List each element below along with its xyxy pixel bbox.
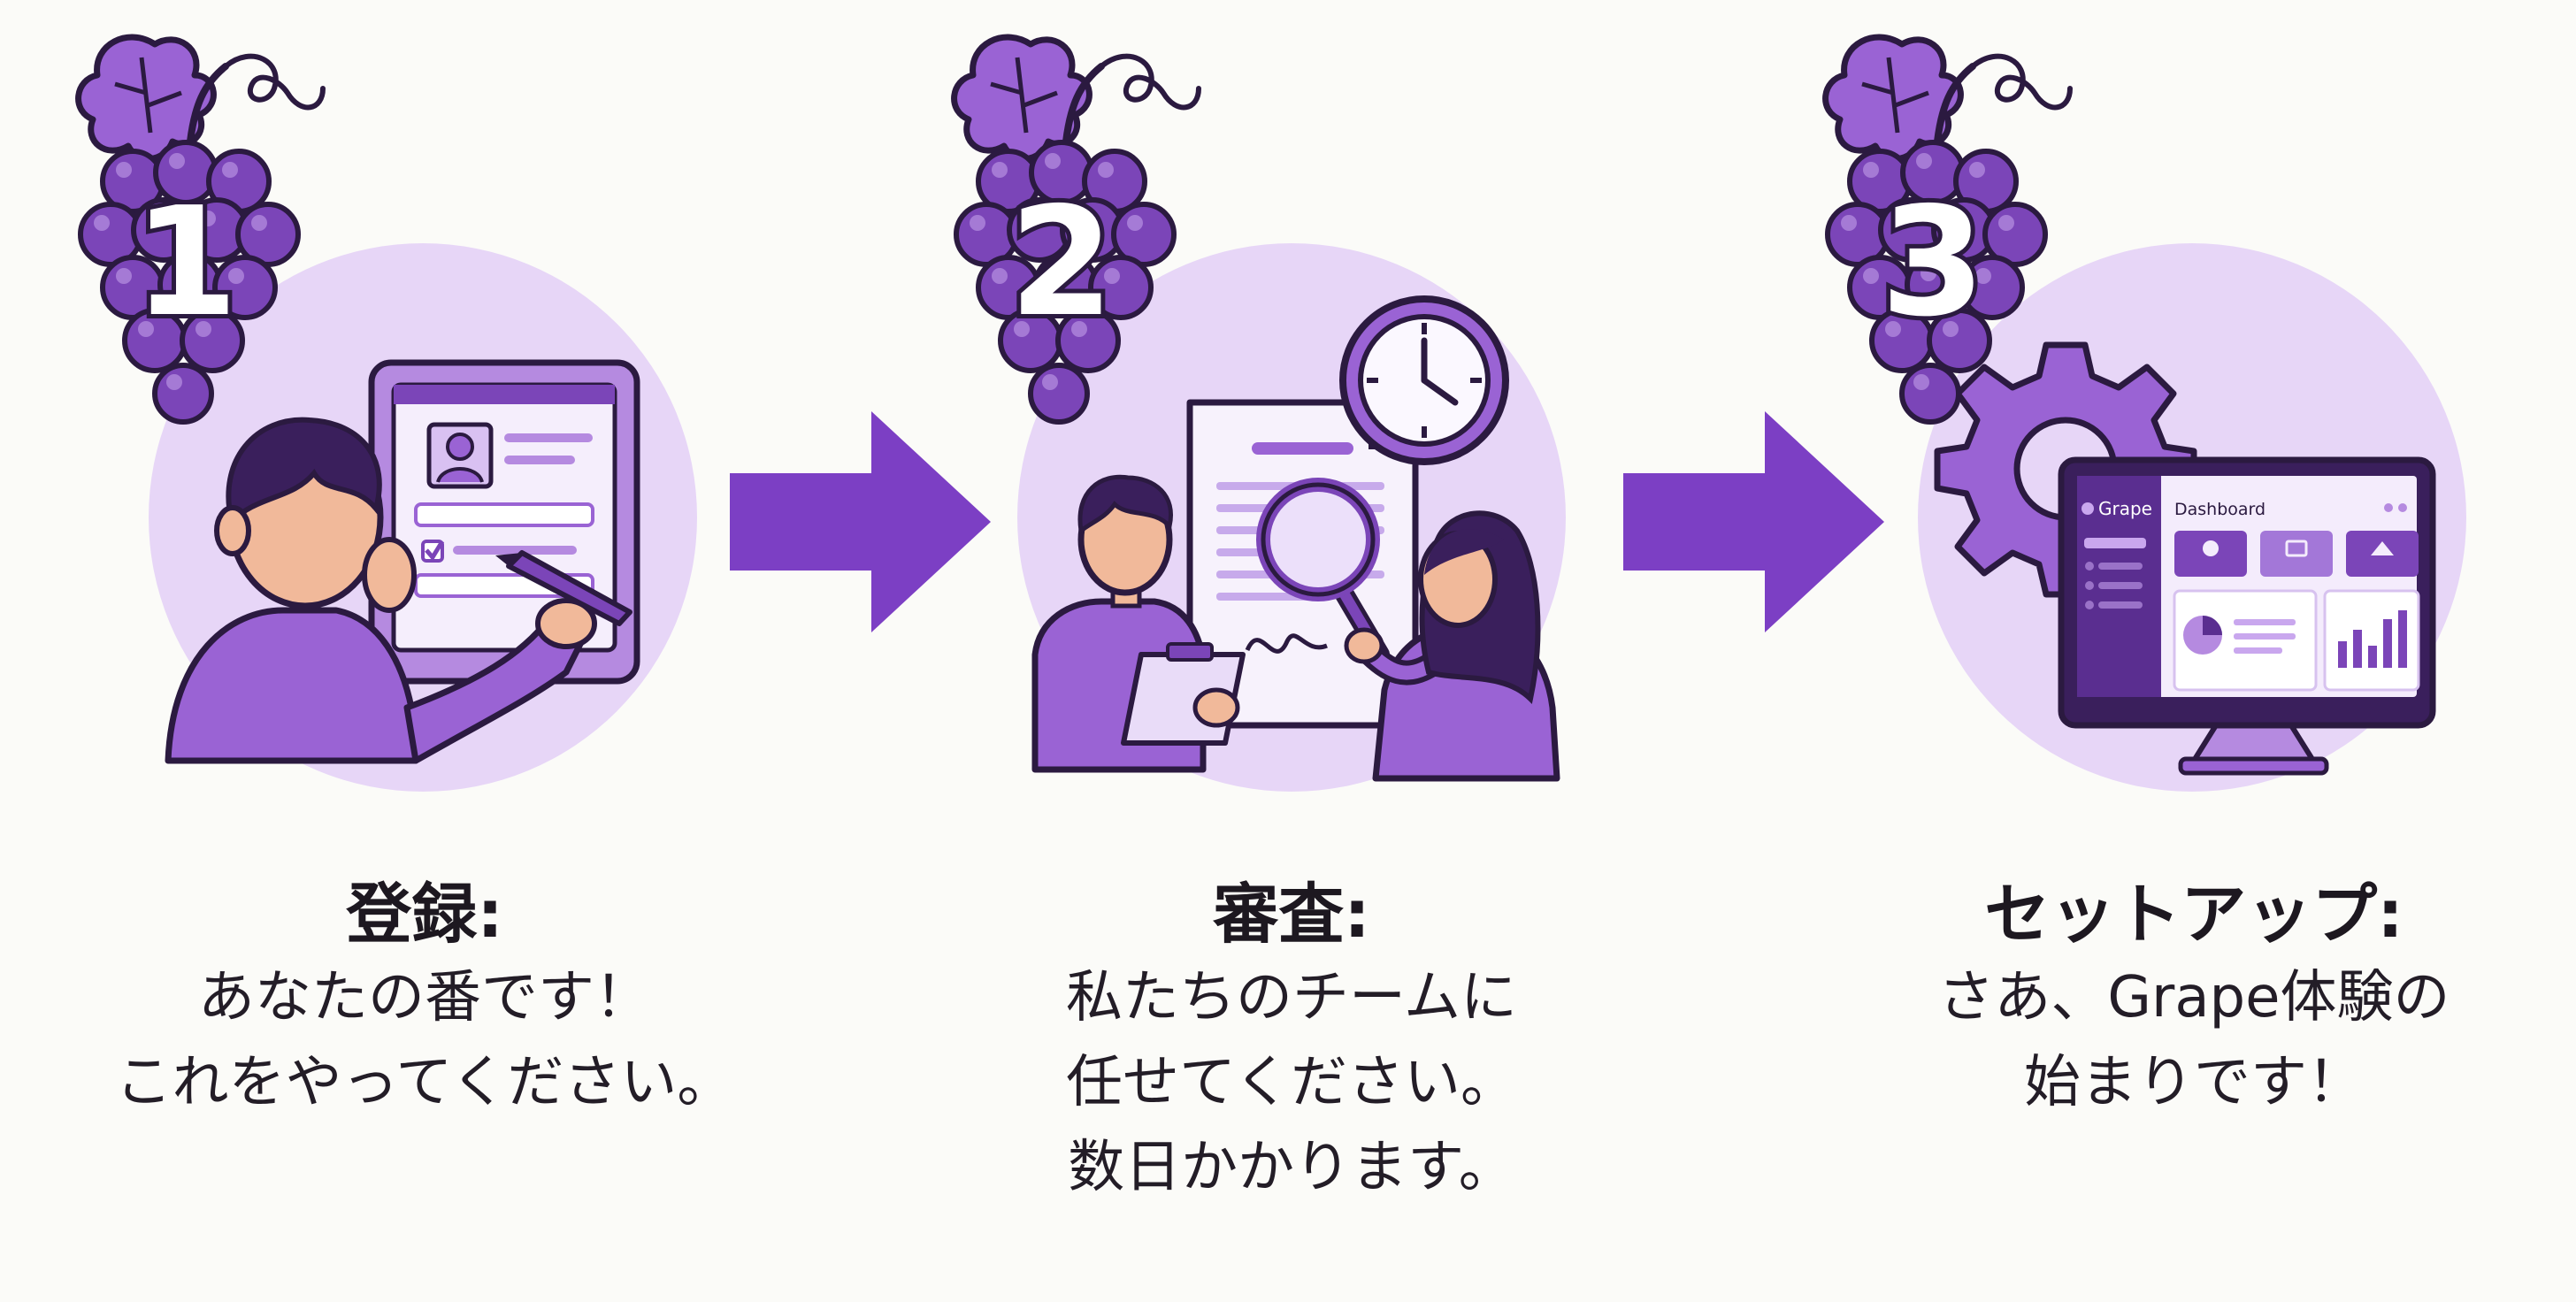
step-2-line-1: 私たちのチームに: [1065, 965, 1518, 1030]
step-1-line-1: あなたの番です！: [198, 965, 651, 1030]
step-1-line-2: これをやってください。: [115, 1050, 734, 1115]
pen-icon: [495, 550, 632, 626]
step-2-caption: 審査: 私たちのチームに 任せてください。 数日かかります。: [955, 874, 1628, 1210]
step-3-number: 3: [1881, 175, 1985, 350]
arrow-right-icon: [1623, 411, 1884, 632]
monitor-icon: Grape Dashboard: [2058, 456, 2436, 776]
dashboard-title: Dashboard: [2174, 500, 2266, 519]
tablet-icon: [368, 359, 640, 685]
step-1-caption: 登録: あなたの番です！ これをやってください。: [88, 874, 761, 1125]
step-3-line-1: さあ、Grape体験の: [1937, 965, 2450, 1030]
step-3-line-2: 始まりです！: [2024, 1050, 2364, 1115]
step-2-number: 2: [1009, 175, 1114, 350]
person-filling-form: [165, 417, 597, 764]
arrow-right-icon: [730, 411, 991, 632]
clock-icon: [1339, 295, 1509, 465]
step-1-title: 登録:: [346, 877, 503, 953]
step-2-title: 審査:: [1213, 877, 1370, 953]
clipboard-icon: [1121, 642, 1246, 746]
reviewer-woman: [1344, 510, 1560, 782]
dashboard-brand: Grape: [2098, 498, 2152, 519]
step-3-caption: セットアップ: さあ、Grape体験の 始まりです！: [1858, 874, 2530, 1125]
step-1-number: 1: [134, 175, 238, 350]
step-2-line-3: 数日かかります。: [1068, 1135, 1515, 1200]
step-3-title: セットアップ:: [1984, 877, 2404, 953]
step-2-line-2: 任せてください。: [1065, 1050, 1518, 1115]
